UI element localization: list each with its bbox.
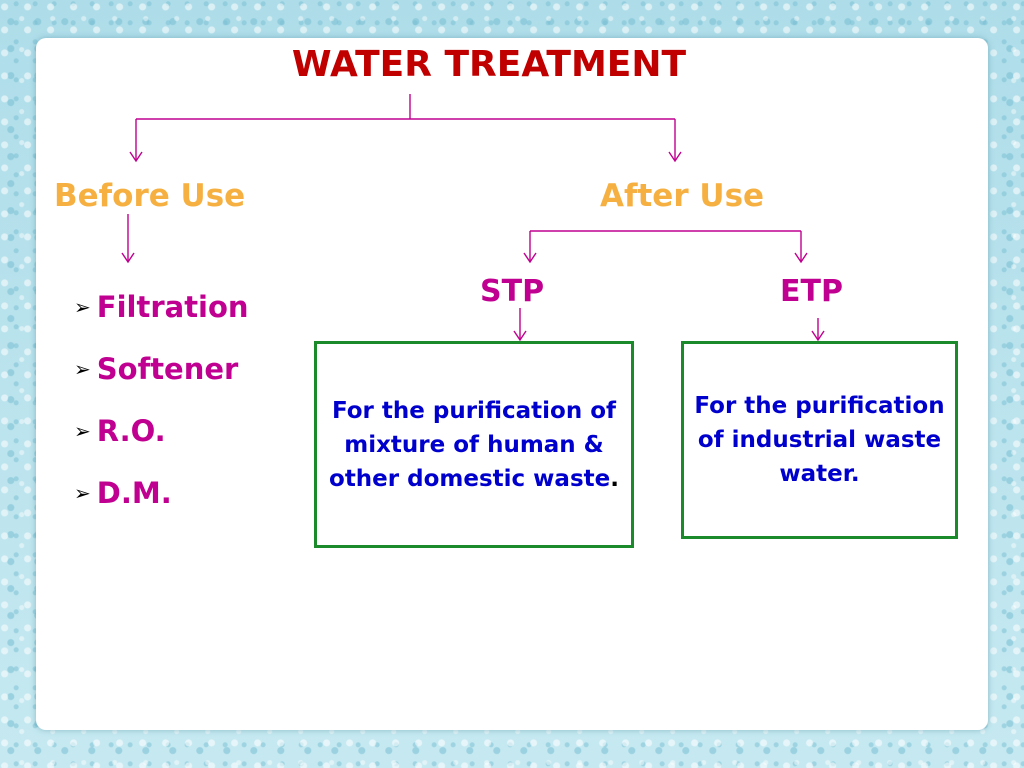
arrow-bullet-icon: ➢ bbox=[74, 419, 91, 443]
diagram-title: WATER TREATMENT bbox=[291, 44, 687, 85]
list-item: ➢ D.M. bbox=[74, 462, 249, 524]
stp-label: STP bbox=[480, 274, 545, 309]
stp-description-box: For the purification of mixture of human… bbox=[314, 341, 634, 548]
list-item: ➢ R.O. bbox=[74, 400, 249, 462]
method-label: Softener bbox=[96, 352, 239, 386]
stp-description: For the purification of mixture of human… bbox=[327, 394, 621, 496]
stp-description-text: For the purification of mixture of human… bbox=[329, 397, 617, 492]
list-item: ➢ Softener bbox=[74, 338, 249, 400]
category-after-use: After Use bbox=[600, 178, 765, 214]
etp-description: For the purification of industrial waste… bbox=[694, 393, 945, 487]
arrow-bullet-icon: ➢ bbox=[74, 481, 91, 505]
arrow-bullet-icon: ➢ bbox=[74, 357, 91, 381]
arrow-bullet-icon: ➢ bbox=[74, 295, 91, 319]
method-label: R.O. bbox=[96, 414, 166, 448]
stp-description-period: . bbox=[610, 465, 619, 492]
before-use-methods: ➢ Filtration ➢ Softener ➢ R.O. ➢ D.M. bbox=[74, 276, 249, 524]
etp-label: ETP bbox=[780, 274, 843, 309]
list-item: ➢ Filtration bbox=[74, 276, 249, 338]
etp-description-box: For the purification of industrial waste… bbox=[681, 341, 958, 539]
method-label: Filtration bbox=[96, 290, 249, 324]
method-label: D.M. bbox=[96, 476, 172, 510]
category-before-use: Before Use bbox=[54, 178, 246, 214]
